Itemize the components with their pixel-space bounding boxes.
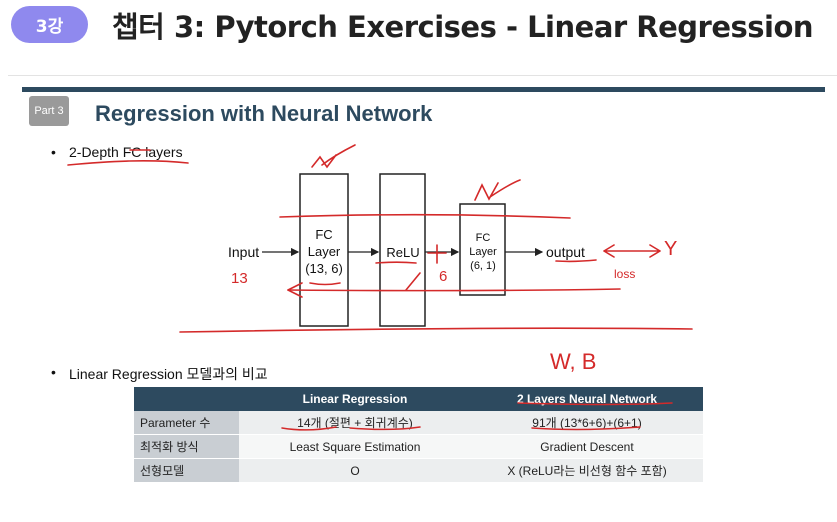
chapter-title: 챕터 3: Pytorch Exercises - Linear Regress… (112, 10, 814, 44)
underline-fc1-shape (309, 282, 341, 286)
table-cell: 선형모델 (134, 458, 239, 483)
input-label: Input (228, 244, 259, 260)
fc1-label-line3: (13, 6) (305, 261, 343, 276)
comparison-table: Linear Regression 2 Layers Neural Networ… (134, 387, 703, 483)
bullet-comparison: Linear Regression 모델과의 비교 (51, 364, 268, 384)
relu-label: ReLU (386, 245, 419, 260)
fc2-label-line1: FC (476, 232, 491, 244)
table-row: 선형모델 O X (ReLU라는 비선형 함수 포함) (134, 458, 703, 483)
table-cell: 91개 (13*6+6)+(6+1) (471, 411, 703, 435)
check-fc1 (311, 144, 356, 169)
lecture-badge: 3강 (11, 6, 88, 43)
annotation-mid-6: 6 (439, 268, 447, 285)
table-cell: Least Square Estimation (239, 434, 471, 459)
table-cell: O (239, 458, 471, 483)
underline-bullet (67, 160, 189, 166)
backward-arrowhead (287, 282, 303, 298)
header-divider (8, 75, 837, 76)
annotation-loss: loss (614, 267, 635, 281)
table-row: 최적화 방식 Least Square Estimation Gradient … (134, 434, 703, 459)
bullet-fc-layers: 2-Depth FC layers (51, 144, 183, 160)
forward-line (279, 213, 571, 219)
plus-mark (427, 244, 447, 264)
fc2-label-line3: (6, 1) (470, 260, 496, 272)
output-label: output (546, 244, 585, 260)
underline-output (555, 259, 597, 263)
annotation-w-b: W, B (550, 349, 596, 374)
table-cell: Parameter 수 (134, 411, 239, 435)
table-header-cell: 2 Layers Neural Network (471, 387, 703, 411)
check-fc2 (474, 179, 521, 201)
annotation-input-13: 13 (231, 270, 248, 287)
fc2-label-line2: Layer (469, 246, 497, 258)
table-row: Parameter 수 14개 (절편 + 회귀계수) 91개 (13*6+6)… (134, 411, 703, 435)
table-header-row: Linear Regression 2 Layers Neural Networ… (134, 387, 703, 411)
handwritten-text: 13 6 Y loss W, B (231, 238, 677, 374)
table-header-cell (134, 387, 239, 411)
table-cell: Gradient Descent (471, 434, 703, 459)
table-cell: 14개 (절편 + 회귀계수) (239, 411, 471, 435)
table-cell: 최적화 방식 (134, 434, 239, 459)
fc1-label-line2: Layer (308, 244, 341, 259)
network-diagram: Input FC Layer (13, 6) ReLU FC Layer (6,… (67, 144, 693, 374)
double-arrow (603, 244, 661, 258)
relu-slash (405, 272, 421, 291)
table-cell: X (ReLU라는 비선형 함수 포함) (471, 458, 703, 483)
slide-top-bar (22, 87, 825, 92)
bottom-line (179, 327, 693, 333)
annotation-target-y: Y (664, 238, 677, 260)
underline-relu (375, 261, 417, 264)
handwritten-annotations (67, 144, 693, 333)
part-badge: Part 3 (29, 96, 69, 126)
lecture-slide: Part 3 Regression with Neural Network 2-… (20, 85, 825, 522)
slide-title: Regression with Neural Network (95, 101, 433, 126)
relu-box (379, 173, 426, 327)
backward-line (287, 288, 621, 292)
fc1-box (299, 173, 349, 327)
fc1-label-line1: FC (315, 227, 332, 242)
table-header-cell: Linear Regression (239, 387, 471, 411)
fc2-box (459, 203, 506, 296)
